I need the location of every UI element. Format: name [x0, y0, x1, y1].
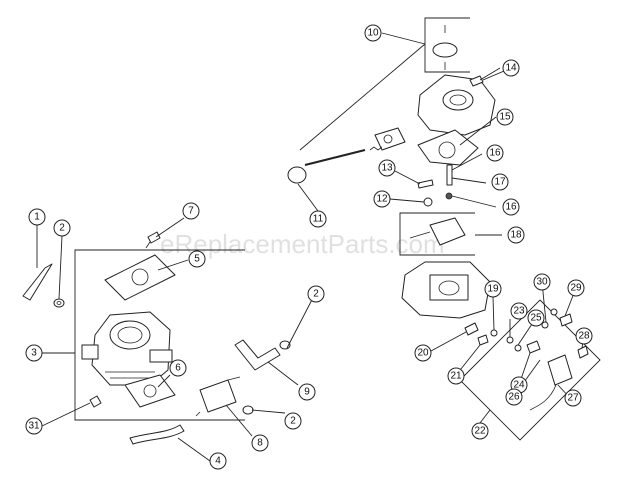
part-choke-plate: [432, 25, 458, 70]
svg-text:17: 17: [494, 177, 506, 188]
svg-text:2: 2: [313, 289, 319, 300]
svg-text:26: 26: [508, 392, 520, 403]
svg-text:28: 28: [578, 331, 590, 342]
callout-14: 14: [502, 59, 520, 77]
part-gasket-15: [417, 129, 479, 166]
svg-text:15: 15: [499, 112, 511, 123]
part-fuel-filter: [195, 376, 241, 417]
callout-7: 7: [182, 202, 200, 220]
callout-16-lower: 16: [502, 198, 520, 216]
callout-28: 28: [575, 327, 593, 345]
svg-text:7: 7: [188, 206, 194, 217]
svg-text:9: 9: [304, 387, 310, 398]
callout-19: 19: [484, 280, 502, 298]
svg-text:30: 30: [536, 277, 548, 288]
svg-text:24: 24: [513, 380, 525, 391]
callout-27: 27: [564, 389, 582, 407]
part-clamp-lower: [242, 405, 254, 415]
callout-2-upper: 2: [307, 285, 325, 303]
svg-text:16: 16: [489, 148, 501, 159]
part-screw-7: [145, 231, 161, 249]
part-solenoid: [529, 354, 573, 411]
callout-12: 12: [373, 190, 391, 208]
callout-30: 30: [533, 273, 551, 291]
callout-1: 1: [28, 208, 46, 226]
svg-text:31: 31: [28, 421, 40, 432]
callout-11: 11: [309, 210, 327, 228]
callout-10: 10: [364, 24, 382, 42]
callout-9: 9: [298, 383, 316, 401]
svg-text:21: 21: [450, 371, 462, 382]
svg-text:27: 27: [567, 393, 579, 404]
svg-text:19: 19: [487, 284, 499, 295]
callout-26: 26: [505, 388, 523, 406]
part-hose-9: [234, 339, 281, 371]
svg-text:16: 16: [505, 202, 517, 213]
svg-text:1: 1: [34, 212, 40, 223]
svg-text:5: 5: [194, 254, 200, 265]
part-screw-14: [469, 75, 484, 87]
bracket-group-18: [399, 212, 475, 256]
callout-5: 5: [188, 250, 206, 268]
part-float: [409, 217, 466, 246]
svg-text:8: 8: [257, 438, 263, 449]
part-gasket-plate: [104, 254, 176, 301]
callout-17: 17: [491, 173, 509, 191]
callout-20: 20: [414, 344, 432, 362]
svg-text:25: 25: [530, 313, 542, 324]
svg-text:18: 18: [510, 230, 522, 241]
svg-text:13: 13: [381, 163, 393, 174]
svg-text:14: 14: [505, 63, 517, 74]
svg-text:20: 20: [417, 348, 429, 359]
svg-text:4: 4: [215, 456, 221, 467]
bracket-group-10: [424, 17, 470, 73]
bracket-group-22: [459, 299, 601, 441]
callout-21: 21: [447, 367, 465, 385]
svg-text:12: 12: [376, 194, 388, 205]
callout-13: 13: [378, 159, 396, 177]
part-carburetor-left: [81, 311, 173, 386]
callout-16-upper: 16: [486, 144, 504, 162]
part-hose-4: [129, 424, 185, 445]
callout-29: 29: [567, 279, 585, 297]
svg-text:10: 10: [367, 28, 379, 39]
part-clip-12: [423, 197, 433, 207]
svg-text:22: 22: [474, 426, 486, 437]
callout-3: 3: [25, 344, 43, 362]
callout-18: 18: [507, 226, 525, 244]
callout-23: 23: [510, 302, 528, 320]
part-carburetor-upper: [417, 74, 496, 136]
callout-6: 6: [169, 359, 187, 377]
bracket-carburetor-left: [74, 249, 245, 421]
part-small-fittings: [464, 308, 589, 359]
callout-31: 31: [25, 417, 43, 435]
part-washer-left: [53, 298, 65, 308]
callout-4: 4: [209, 452, 227, 470]
part-carburetor-lower: [401, 261, 491, 319]
svg-text:11: 11: [313, 214, 324, 225]
part-needle-seat: [445, 164, 453, 200]
part-throttle-shaft: [287, 127, 406, 184]
watermark: eReplacementParts.com: [160, 229, 445, 259]
part-pin-13: [417, 179, 434, 189]
callout-22: 22: [471, 422, 489, 440]
svg-text:23: 23: [513, 306, 525, 317]
callout-15: 15: [496, 108, 514, 126]
callout-25: 25: [527, 309, 545, 327]
svg-text:2: 2: [290, 416, 296, 427]
callout-2-lower: 2: [284, 412, 302, 430]
callout-8: 8: [251, 434, 269, 452]
part-screw-31: [89, 395, 102, 408]
svg-text:6: 6: [175, 363, 181, 374]
callout-2-left: 2: [53, 219, 71, 237]
part-rod: [22, 263, 53, 301]
svg-text:29: 29: [570, 283, 582, 294]
svg-text:3: 3: [31, 348, 37, 359]
svg-text:2: 2: [59, 223, 65, 234]
